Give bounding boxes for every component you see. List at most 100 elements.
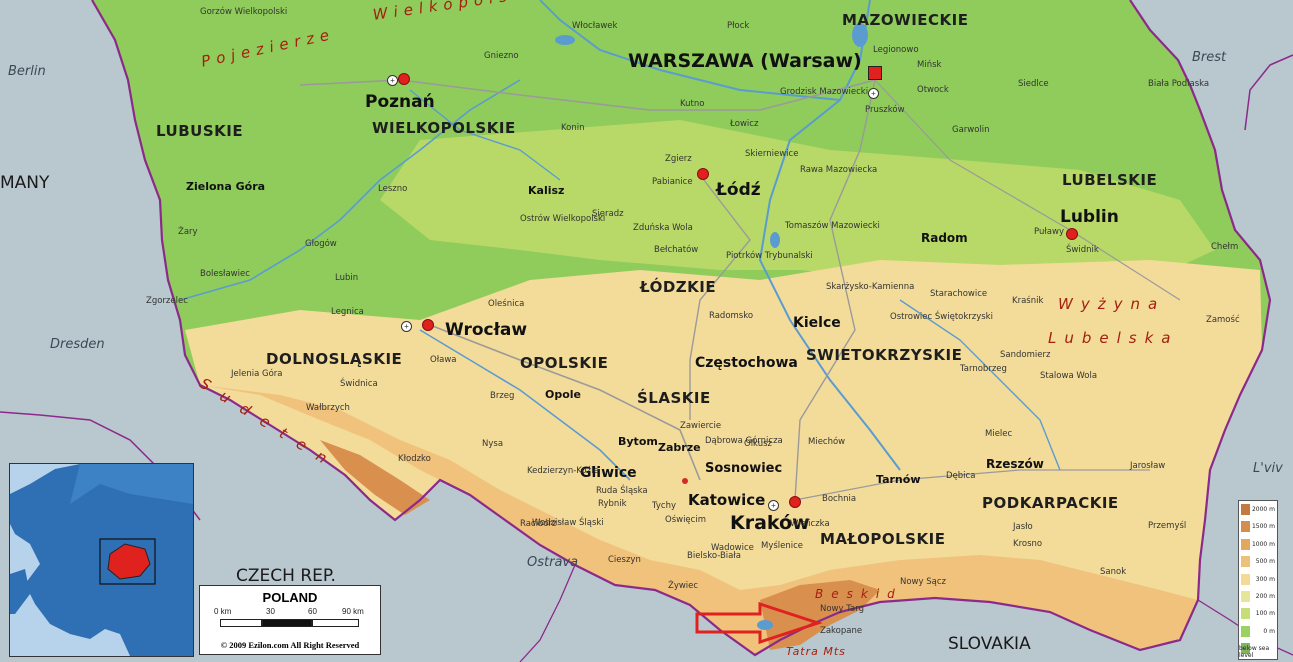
region-swietokrzyskie: SWIETOKRZYSKIE: [806, 346, 963, 364]
region-lodzkie: ŁÓDZKIE: [640, 278, 717, 296]
town-wadowice: Wadowice: [711, 543, 754, 553]
legend-label: 100 m: [1255, 610, 1275, 618]
legend-row: 100 m: [1239, 605, 1277, 622]
town-kutno: Kutno: [680, 99, 705, 109]
town-krosno: Krosno: [1013, 539, 1043, 549]
town-pabianice: Pabianice: [652, 177, 693, 187]
town-glogow: Głogów: [305, 239, 337, 249]
legend-row: 1500 m: [1239, 518, 1277, 535]
town-skarzysko: Skarżysko-Kamienna: [826, 282, 915, 292]
town-cieszyn: Cieszyn: [608, 555, 641, 565]
region-malopolskie: MAŁOPOLSKIE: [820, 530, 946, 548]
city-kielce: Kielce: [793, 315, 841, 331]
airport-icon: +: [768, 500, 779, 511]
town-sandomierz: Sandomierz: [1000, 350, 1051, 360]
copyright-text: © 2009 Ezilon.com All Right Reserved: [220, 640, 360, 650]
town-piotrkow: Piotrków Trybunalski: [726, 251, 813, 261]
city-rzeszow: Rzeszów: [986, 457, 1044, 471]
town-otwock: Otwock: [917, 85, 949, 95]
town-olesnica: Oleśnica: [488, 299, 525, 309]
town-miechow: Miechów: [808, 437, 846, 447]
scale-bar-white: [220, 619, 262, 627]
town-olkusz: Olkusz: [744, 439, 772, 449]
airport-icon: +: [868, 88, 879, 99]
foreign-lviv: L'viv: [1253, 461, 1283, 476]
town-gniezno: Gniezno: [484, 51, 519, 61]
town-nowy-targ: Nowy Targ: [820, 604, 864, 614]
legend-swatch: [1241, 538, 1250, 550]
europe-inset-map[interactable]: [9, 463, 194, 657]
europe-inset-shape: [10, 464, 193, 656]
scale-box: POLAND 0 km 30 60 90 km © 2009 Ezilon.co…: [199, 585, 381, 655]
relief-tatra: Tatra Mts: [786, 645, 846, 658]
town-swidnik: Świdnik: [1066, 245, 1099, 255]
town-swidnica: Świdnica: [340, 379, 378, 389]
scale-bar-black: [262, 619, 312, 627]
town-lubin: Lubin: [335, 273, 359, 283]
city-katowice: Katowice: [688, 491, 766, 509]
town-biala-podlaska: Biała Podlaska: [1148, 79, 1210, 89]
legend-label: 2000 m: [1251, 506, 1275, 513]
town-legnica: Legnica: [331, 307, 364, 317]
town-grodzisk: Grodzisk Mazowiecki: [780, 87, 869, 97]
town-bielsko: Bielsko-Biała: [687, 551, 741, 561]
legend-swatch: [1241, 504, 1250, 515]
town-zgorzelec: Zgorzelec: [146, 296, 188, 306]
town-pruszkow: Pruszków: [865, 105, 905, 115]
legend-swatch: [1241, 608, 1250, 620]
town-brzeg: Brzeg: [490, 391, 515, 401]
country-germany: MANY: [0, 173, 50, 193]
legend-swatch: [1241, 521, 1250, 533]
town-krasnik: Kraśnik: [1012, 296, 1044, 306]
capital-marker: [868, 66, 882, 80]
city-krakow: Kraków: [730, 512, 810, 534]
region-mazowieckie: MAZOWIECKIE: [842, 11, 969, 29]
town-rybnik: Rybnik: [598, 499, 627, 509]
city-wroclaw: Wrocław: [445, 320, 528, 340]
town-nysa: Nysa: [482, 439, 504, 449]
town-jelenia: Jelenia Góra: [231, 369, 283, 379]
airport-icon: +: [401, 321, 412, 332]
town-pulawy: Puławy: [1034, 227, 1064, 237]
city-lublin: Lublin: [1060, 207, 1119, 227]
town-skierniewice: Skierniewice: [745, 149, 799, 159]
town-mielec: Mielec: [985, 429, 1013, 439]
legend-swatch: [1241, 556, 1250, 568]
town-leszno: Leszno: [378, 184, 408, 194]
legend-row: 300 m: [1239, 571, 1277, 588]
town-zary: Żary: [178, 227, 198, 237]
region-wielkopolskie: WIELKOPOLSKIE: [372, 119, 516, 137]
legend-swatch: [1241, 643, 1250, 655]
legend-row: 500 m: [1239, 553, 1277, 570]
legend-row: 1000 m: [1239, 536, 1277, 553]
city-zabrze: Zabrze: [658, 441, 701, 454]
town-wieliczka: Wieliczka: [790, 519, 830, 529]
town-ostrow: Ostrów Wielkopolski: [520, 214, 606, 224]
town-zywiec: Żywiec: [668, 581, 699, 591]
city-dot-krakow: [789, 496, 801, 508]
city-poznan: Poznań: [365, 92, 435, 112]
legend-row: 2000 m: [1239, 501, 1277, 518]
town-bochnia: Bochnia: [822, 494, 857, 504]
legend-row: 200 m: [1239, 588, 1277, 605]
region-opolskie: OPOLSKIE: [520, 354, 609, 372]
city-sosnowiec: Sosnowiec: [705, 461, 783, 476]
town-oswiecim: Oświęcim: [665, 515, 706, 525]
airport-icon: +: [387, 75, 398, 86]
town-konin: Konin: [561, 123, 585, 133]
region-lubelskie: LUBELSKIE: [1062, 171, 1158, 189]
country-slovakia: SLOVAKIA: [948, 634, 1031, 654]
relief-wyzyna: Wyżyna: [1058, 295, 1166, 313]
town-minsk: Mińsk: [917, 60, 942, 70]
foreign-dresden: Dresden: [50, 337, 105, 352]
town-chelm: Chełm: [1211, 242, 1239, 252]
city-gliwice: Gliwice: [580, 465, 637, 481]
foreign-brest: Brest: [1192, 50, 1227, 65]
town-tychy: Tychy: [652, 501, 676, 511]
town-kedzierzyn: Kedzierzyn-Koźle: [527, 466, 599, 476]
town-gorzow: Gorzów Wielkopolski: [200, 7, 288, 17]
town-tomaszow: Tomaszów Mazowiecki: [785, 221, 880, 231]
scale-tick-1: 30: [266, 607, 275, 616]
capital-label: WARSZAWA (Warsaw): [628, 50, 862, 72]
